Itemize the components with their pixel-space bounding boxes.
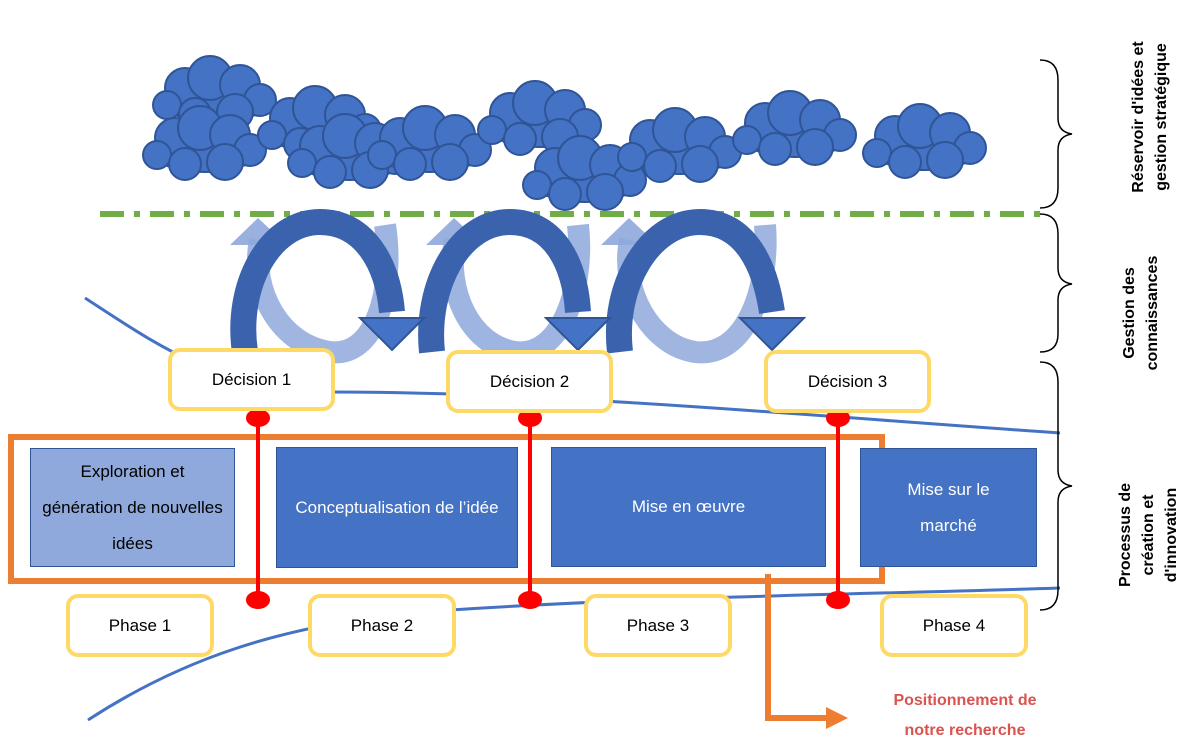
research-label-line: Positionnement de — [893, 692, 1037, 709]
gate-marker — [246, 591, 270, 609]
gate-marker — [826, 409, 850, 427]
layer-label-line: Processus de — [1116, 482, 1134, 588]
research-pointer-line — [765, 574, 828, 721]
research-pointer-arrow — [765, 574, 848, 729]
cloud — [367, 105, 492, 181]
phase-block-label: Mise sur le marché — [907, 479, 990, 535]
decision-box-3: Décision 3 — [764, 350, 931, 413]
dark-arrowhead — [543, 317, 613, 352]
brace-knowledge — [1039, 213, 1073, 353]
gate-marker — [246, 409, 270, 427]
research-pointer-head — [826, 707, 848, 729]
brace-process — [1039, 361, 1073, 611]
dark-loop-arrow — [605, 208, 785, 354]
layer-label-line: d'innovation — [1162, 487, 1180, 583]
layer-label-line: Réservoir d'idées et — [1130, 41, 1147, 193]
phase-label-box-1: Phase 1 — [66, 594, 214, 657]
gate-marker — [518, 591, 542, 609]
lower-boundary-curve — [87, 586, 1061, 722]
phase-block-label: Exploration et génération de nouvelles i… — [42, 461, 223, 553]
layer-braces — [1039, 59, 1073, 611]
gate-marker — [826, 591, 850, 609]
phase-label-box-4: Phase 4 — [880, 594, 1028, 657]
phase-block-exploration: Exploration et génération de nouvelles i… — [30, 448, 235, 567]
layer-label-line: gestion stratégique — [1153, 43, 1170, 191]
phase-label: Phase 2 — [350, 615, 414, 635]
dark-loop-arrow — [230, 208, 405, 354]
layer-label-line: Gestion des — [1121, 267, 1138, 359]
phase-label: Phase 1 — [108, 615, 172, 635]
dark-arrowhead — [357, 317, 427, 352]
decision-label: Décision 3 — [807, 371, 888, 391]
dark-arrowhead — [737, 317, 807, 352]
layer-label-line: connaissances — [1144, 255, 1161, 371]
layer-label-process: Processus de création et d'innovation — [1110, 445, 1186, 625]
layer-label-reservoir: Réservoir d'idées et gestion stratégique — [1125, 0, 1175, 237]
phase-label-box-3: Phase 3 — [584, 594, 732, 657]
decision-label: Décision 2 — [489, 371, 570, 391]
phase-label: Phase 3 — [626, 615, 690, 635]
research-positioning-label: Positionnement de notre recherche — [860, 686, 1070, 746]
phase-block-market: Mise sur le marché — [860, 448, 1037, 567]
phase-block-label: Mise en œuvre — [631, 497, 746, 516]
gate-marker — [518, 409, 542, 427]
knowledge-arrowheads-dark — [357, 317, 807, 352]
layer-label-line: création et — [1139, 494, 1157, 576]
decision-label: Décision 1 — [211, 369, 292, 389]
phase-block-implementation: Mise en œuvre — [551, 447, 826, 567]
research-label-line: notre recherche — [904, 722, 1026, 739]
clouds-group — [142, 55, 987, 211]
layer-label-knowledge: Gestion des connaissances — [1116, 228, 1166, 398]
brace-reservoir — [1039, 59, 1073, 209]
decision-box-2: Décision 2 — [446, 350, 613, 413]
knowledge-arrows-light — [247, 223, 777, 364]
cloud — [617, 107, 742, 183]
phase-block-conceptualisation: Conceptualisation de l’idée — [276, 447, 518, 568]
phase-label-box-2: Phase 2 — [308, 594, 456, 657]
cloud — [732, 90, 857, 166]
phase-block-label: Conceptualisation de l’idée — [295, 497, 499, 517]
phase-label: Phase 4 — [922, 615, 986, 635]
dark-loop-arrow — [418, 208, 591, 354]
decision-box-1: Décision 1 — [168, 348, 335, 411]
knowledge-arrows-dark — [230, 208, 785, 354]
cloud — [862, 103, 987, 179]
